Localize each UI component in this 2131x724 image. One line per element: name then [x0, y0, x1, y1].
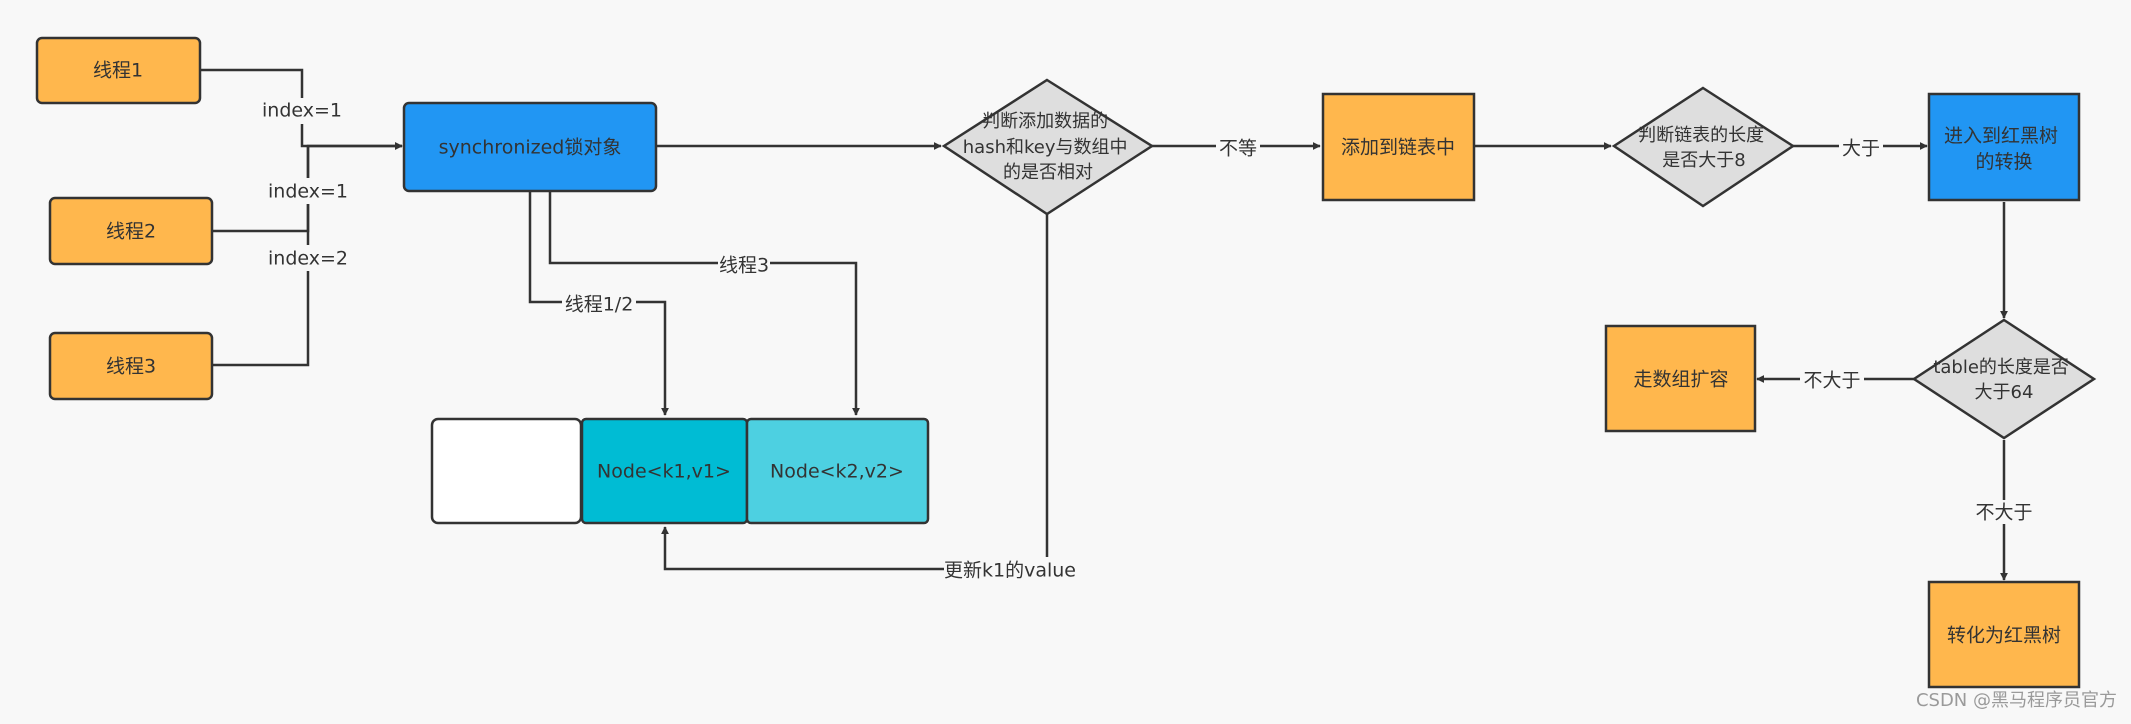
- edge-label-bg: [562, 292, 636, 316]
- edge-label-bg: [262, 98, 344, 124]
- enter-rbtree-line2: 的转换: [1975, 151, 2032, 173]
- connectors: [200, 68, 2008, 581]
- decision-64-line2: 大于64: [1975, 382, 2034, 403]
- sync-box: [402, 101, 658, 193]
- decision-hash-line2: hash和key与数组中: [963, 137, 1128, 158]
- edge-label-bg: [268, 178, 350, 204]
- edge-label-thread12: 线程1/2: [565, 294, 634, 316]
- edge-label-index1-a: index=1: [262, 100, 342, 122]
- watermark: CSDN @黑马程序员官方: [1916, 690, 2117, 711]
- decision-hash-label: 判断添加数据的 hash和key与数组中 的是否相对: [963, 111, 1133, 183]
- decision-64-diamond: [1911, 318, 2097, 440]
- decision-hash-line3: 的是否相对: [1003, 162, 1093, 183]
- thread2-label: 线程2: [106, 221, 156, 243]
- node1-label: Node<k1,v1>: [597, 461, 731, 483]
- edge-label-bg: [1839, 136, 1883, 160]
- edge-label-bg: [1972, 500, 2036, 524]
- add-list-box: [1321, 92, 1476, 202]
- edge-label-update-value: 更新k1的value: [944, 560, 1076, 582]
- edge-label-index2: index=2: [268, 248, 348, 270]
- edge-label-greater: 大于: [1842, 138, 1880, 160]
- thread2-box: [48, 196, 214, 266]
- sync-label: synchronized锁对象: [439, 137, 622, 159]
- edge-label-bg: [1800, 368, 1864, 392]
- enter-rbtree-box: [1927, 92, 2081, 202]
- enter-rbtree-line1: 进入到红黑树: [1944, 125, 2058, 147]
- edge-label-not-equal: 不等: [1219, 138, 1257, 160]
- decision-hash-line1: 判断添加数据的: [982, 111, 1108, 132]
- decision-len8-line2: 是否大于8: [1662, 150, 1745, 171]
- edge-label-bg: [718, 253, 770, 277]
- edge-label-index1-b: index=1: [268, 181, 348, 203]
- to-rbtree-box: [1927, 580, 2081, 689]
- edge-label-bg: [268, 245, 350, 271]
- thread3-box: [48, 331, 214, 401]
- enter-rbtree-label: 进入到红黑树 的转换: [1944, 125, 2064, 173]
- node2-box: [745, 417, 930, 525]
- decision-len8-line1: 判断链表的长度: [1638, 125, 1764, 146]
- decision-64-line1: table的长度是否: [1933, 357, 2069, 378]
- edge-label-thread3: 线程3: [719, 255, 769, 277]
- resize-box: [1604, 324, 1757, 433]
- edge-label-not-greater-left: 不大于: [1803, 370, 1860, 392]
- add-list-label: 添加到链表中: [1341, 137, 1455, 159]
- edge-label-bg: [944, 557, 1076, 583]
- thread1-label: 线程1: [93, 60, 143, 82]
- thread3-label: 线程3: [106, 356, 156, 378]
- thread1-box: [35, 36, 202, 105]
- edge-label-not-greater-down: 不大于: [1975, 502, 2032, 524]
- edge-label-bg: [1216, 136, 1260, 160]
- to-rbtree-label: 转化为红黑树: [1947, 625, 2061, 647]
- edge-thread3-sync: [212, 146, 310, 367]
- decision-len8-label: 判断链表的长度 是否大于8: [1638, 125, 1770, 171]
- edge-decision-update: [661, 214, 1049, 571]
- node2-label: Node<k2,v2>: [770, 461, 904, 483]
- array-empty-slot: [430, 417, 583, 525]
- decision-64-label: table的长度是否 大于64: [1933, 357, 2074, 403]
- edge-sync-node2: [548, 192, 860, 416]
- resize-label: 走数组扩容: [1633, 369, 1728, 391]
- decision-hash-diamond: [941, 78, 1155, 216]
- decision-len8-diamond: [1611, 86, 1796, 208]
